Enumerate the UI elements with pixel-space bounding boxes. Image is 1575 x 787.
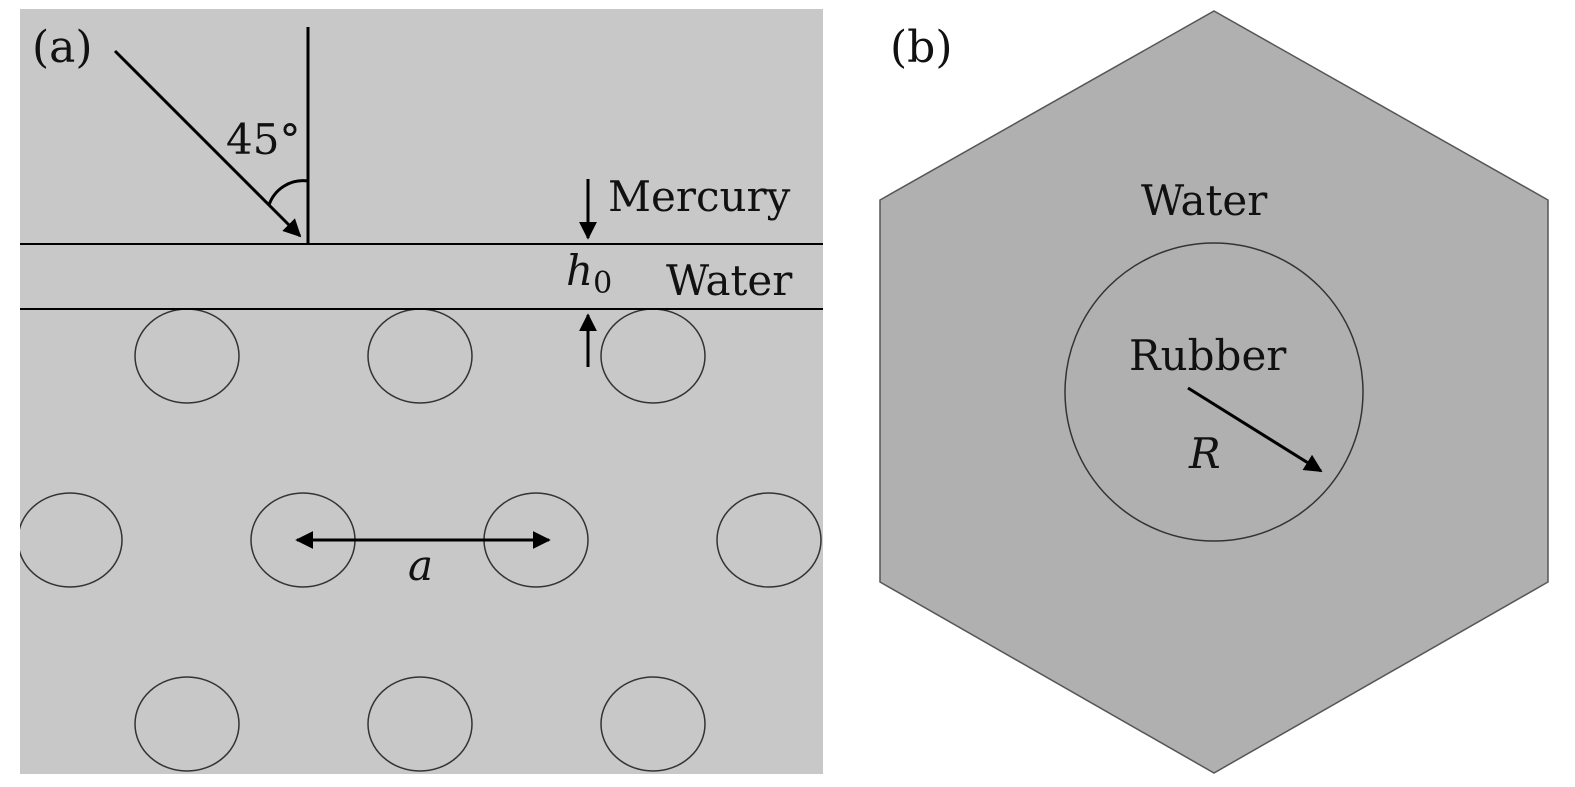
matrix-label: Water — [1141, 176, 1268, 225]
scatterer-circle — [600, 676, 706, 772]
scatterer-circle — [134, 676, 240, 772]
thickness-subscript: 0 — [593, 266, 612, 301]
panel-b-label: (b) — [890, 22, 953, 73]
scatterer-circle — [367, 676, 473, 772]
incident-wave-arrow — [113, 49, 302, 238]
panel-a: (a) 45° Mercury h0 Water a — [20, 9, 823, 774]
rubber-inclusion — [1064, 242, 1364, 542]
thickness-label: h0 — [566, 246, 612, 301]
panel-a-label: (a) — [32, 22, 93, 73]
thickness-symbol: h — [566, 246, 593, 295]
panel-b: (b) Water Rubber R — [879, 10, 1549, 774]
mercury-label: Mercury — [608, 172, 791, 221]
panel-a-background — [20, 9, 823, 774]
hexagonal-unit-cell — [879, 10, 1549, 774]
incidence-angle-arc — [267, 179, 309, 206]
scatterer-circle — [20, 492, 123, 588]
inclusion-label: Rubber — [1129, 331, 1287, 380]
lattice-constant-label: a — [408, 541, 433, 590]
incidence-angle-label: 45° — [226, 115, 300, 164]
water-layer-label: Water — [666, 256, 793, 305]
radius-arrow — [1187, 386, 1323, 473]
scatterer-circle — [716, 492, 822, 588]
radius-label: R — [1188, 429, 1221, 478]
